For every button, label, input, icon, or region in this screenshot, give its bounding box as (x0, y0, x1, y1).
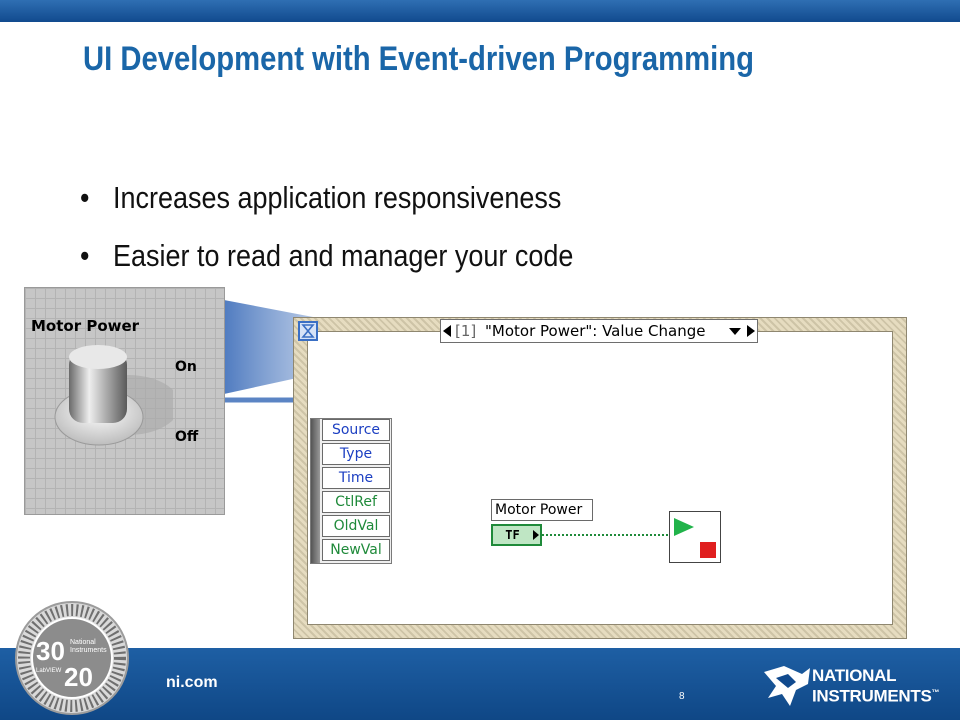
hourglass-icon[interactable] (298, 321, 318, 341)
ni-trademark: ™ (931, 688, 940, 697)
badge-number-30: 30 (36, 636, 65, 666)
bullet-text: Easier to read and manager your code (113, 238, 574, 273)
off-label: Off (175, 429, 199, 445)
anniversary-badge-icon: 30 20 National Instruments LabVIEW (15, 601, 129, 715)
prev-case-arrow-icon[interactable] (443, 325, 451, 337)
badge-ni-line1: National (70, 639, 96, 646)
ni-wordmark: NATIONAL INSTRUMENTS™ (812, 667, 939, 705)
block-diagram: [1] "Motor Power": Value Change Source T… (290, 318, 912, 640)
bullet-item: • Easier to read and manager your code (80, 236, 793, 294)
event-data-time[interactable]: Time (322, 467, 390, 489)
badge-labview: LabVIEW (36, 668, 62, 674)
terminal-output-icon (533, 530, 539, 540)
event-data-oldval[interactable]: OldVal (322, 515, 390, 537)
event-data-source[interactable]: Source (322, 419, 390, 441)
control-label: Motor Power (31, 317, 140, 335)
front-panel: Motor Power On Off (24, 287, 225, 515)
toggle-switch-icon[interactable] (53, 343, 173, 453)
subvi-run-stop-icon[interactable] (669, 511, 721, 563)
next-case-arrow-icon[interactable] (747, 325, 755, 337)
boolean-terminal[interactable]: TF (491, 524, 542, 546)
ni-wordmark-line1: NATIONAL (812, 666, 897, 685)
page-number: 8 (679, 691, 685, 702)
bullet-list: • Increases application responsiveness • E… (80, 178, 900, 294)
event-case-selector[interactable]: [1] "Motor Power": Value Change (440, 319, 758, 343)
badge-number-20: 20 (64, 662, 93, 692)
slide-title: UI Development with Event-driven Program… (83, 40, 755, 78)
boolean-wire[interactable] (542, 534, 668, 536)
ni-eagle-logo-icon (764, 666, 810, 706)
bullet-dot-icon: • (80, 180, 90, 215)
top-band (0, 0, 960, 22)
case-index: [1] (455, 322, 477, 340)
terminal-label: Motor Power (491, 499, 593, 521)
bullet-item: • Increases application responsiveness (80, 178, 793, 236)
bullet-text: Increases application responsiveness (113, 180, 562, 215)
bullet-dot-icon: • (80, 238, 90, 273)
case-name: "Motor Power": Value Change (485, 322, 706, 340)
ni-wordmark-line2: INSTRUMENTS (812, 686, 932, 706)
event-data-newval[interactable]: NewVal (322, 539, 390, 561)
event-data-node[interactable]: Source Type Time CtlRef OldVal NewVal (310, 418, 392, 564)
event-structure-body (307, 331, 893, 625)
case-dropdown-icon[interactable] (729, 328, 741, 335)
badge-ni-line2: Instruments (70, 647, 107, 654)
terminal-type: TF (505, 528, 520, 542)
node-handle (311, 419, 320, 563)
event-data-ctlref[interactable]: CtlRef (322, 491, 390, 513)
event-data-type[interactable]: Type (322, 443, 390, 465)
on-label: On (175, 359, 197, 375)
footer-url: ni.com (166, 674, 218, 691)
